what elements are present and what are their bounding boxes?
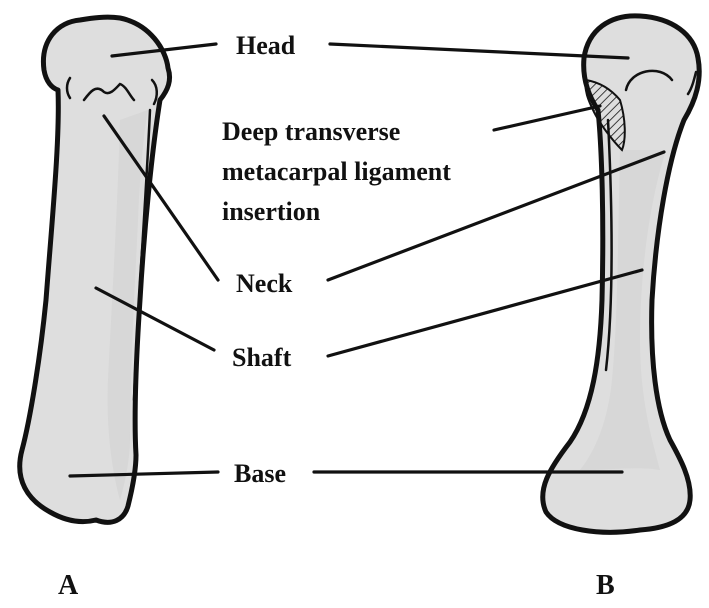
label-ligament-line3: insertion xyxy=(222,197,321,226)
panel-label-a: A xyxy=(58,570,79,601)
label-head: Head xyxy=(236,31,296,60)
leader-ligament-b xyxy=(494,106,600,130)
bone-b xyxy=(543,16,700,532)
panel-label-b: B xyxy=(596,570,615,601)
label-shaft: Shaft xyxy=(232,343,292,372)
label-ligament-line1: Deep transverse xyxy=(222,117,400,146)
leader-shaft-b xyxy=(328,270,642,356)
bone-a xyxy=(20,17,170,522)
label-neck: Neck xyxy=(236,269,293,298)
bone-a-outline xyxy=(20,17,170,522)
label-base: Base xyxy=(234,459,286,488)
label-ligament-line2: metacarpal ligament xyxy=(222,157,451,186)
